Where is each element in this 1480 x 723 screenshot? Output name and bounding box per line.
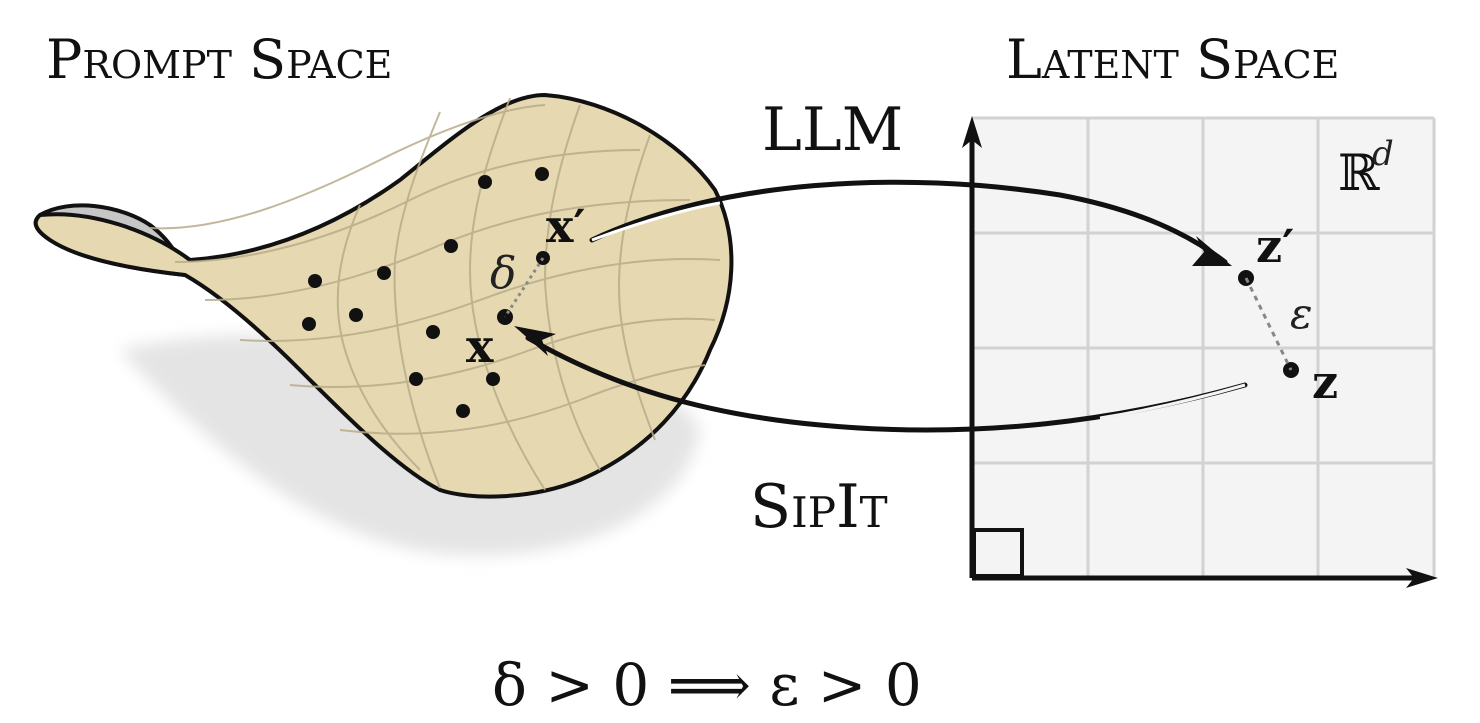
manifold-grid [149, 97, 721, 491]
latent-axes [969, 135, 1420, 581]
label-x-prime: x′ [546, 199, 586, 253]
prompt-point [302, 317, 316, 331]
prompt-point [478, 175, 492, 189]
prompt-point [409, 372, 423, 386]
real-space-exponent: d [1372, 134, 1394, 174]
latent-space-title: Latent Space [1006, 28, 1339, 91]
llm-arrow [589, 179, 1228, 265]
real-space-symbol: ℝ [1338, 144, 1380, 202]
sipit-arrow-thin-start [1099, 383, 1246, 420]
x-axis-arrowhead [1406, 568, 1438, 588]
prompt-point [308, 274, 322, 288]
implication-formula: δ > 0 ⟹ ε > 0 [492, 651, 922, 719]
llm-label: LLM [762, 95, 903, 165]
prompt-space-title: Prompt Space [46, 28, 392, 91]
prompt-point [349, 308, 363, 322]
llm-arrowhead [1192, 236, 1232, 266]
delta-distance-line [503, 257, 545, 318]
sipit-arrowhead [514, 326, 556, 356]
epsilon-distance-line [1244, 277, 1293, 371]
prompt-point [444, 239, 458, 253]
label-z-prime: z′ [1256, 219, 1294, 273]
prompt-point [456, 404, 470, 418]
prompt-manifold [33, 92, 734, 499]
prompt-point [535, 167, 549, 181]
label-epsilon: ε [1290, 289, 1313, 338]
prompt-points [302, 167, 550, 418]
sipit-label: SipIt [750, 472, 888, 542]
label-x: x [466, 319, 494, 373]
y-axis-arrowhead [962, 116, 982, 148]
prompt-point [486, 372, 500, 386]
prompt-point [377, 266, 391, 280]
llm-arrow-thin-start [591, 201, 721, 242]
label-z: z [1312, 355, 1338, 409]
prompt-point [426, 325, 440, 339]
label-delta: δ [490, 248, 517, 299]
